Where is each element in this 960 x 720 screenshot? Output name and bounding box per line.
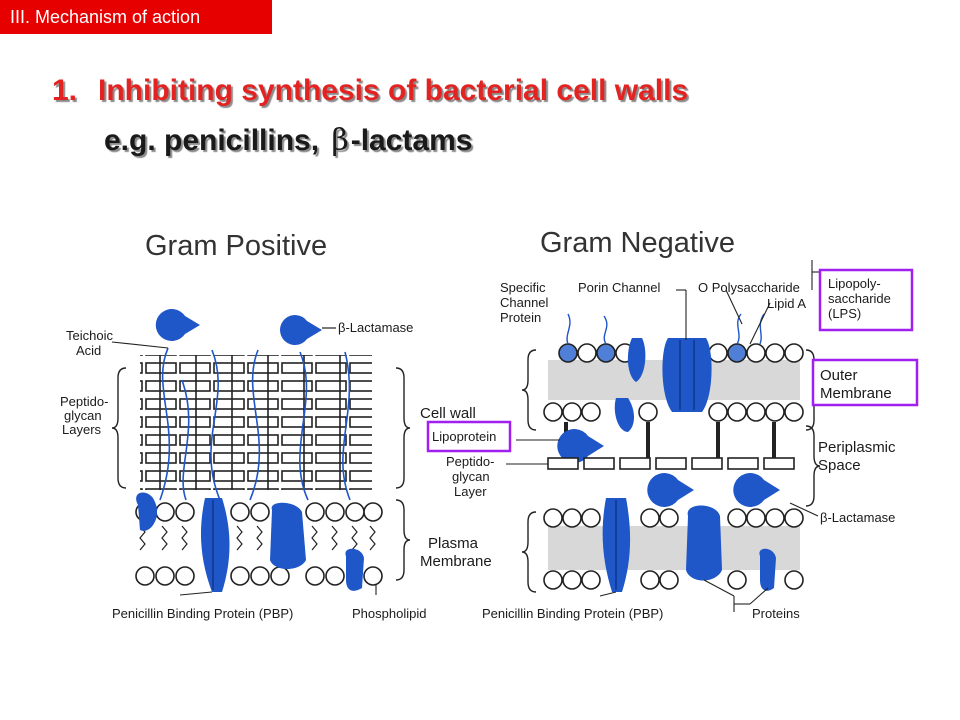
- lipoprotein-callout-box: [426, 420, 512, 453]
- title-text: Inhibiting synthesis of bacterial cell w…: [98, 74, 689, 107]
- plasma-membrane-gp: [135, 492, 383, 592]
- slide-subtitle: e.g. penicillins, β-lactams: [104, 123, 472, 158]
- teichoic-acid-strands: [159, 347, 351, 501]
- peptidoglycan-label-1: Peptido-: [60, 394, 108, 409]
- plasma-membrane-label-1: Plasma: [428, 535, 479, 552]
- outer-membrane-callout-box: [811, 358, 919, 407]
- peptidoglycan-label-2: glycan: [64, 408, 102, 423]
- specific-channel-label-1: Specific: [500, 280, 546, 295]
- slide-title: 1. Inhibiting synthesis of bacterial cell…: [52, 74, 688, 108]
- plasma-membrane-label-2: Membrane: [420, 553, 492, 570]
- subtitle-suffix: -lactams: [350, 124, 473, 157]
- specific-channel-label-3: Protein: [500, 310, 541, 325]
- beta-lactamase-shape: [733, 473, 780, 507]
- gram-positive-heading: Gram Positive: [145, 230, 327, 262]
- teichoic-label-2: Acid: [76, 343, 101, 358]
- teichoic-label-1: Teichoic: [66, 328, 113, 343]
- proteins-label: Proteins: [752, 606, 800, 621]
- outer-membrane-label-1: Outer: [820, 367, 858, 384]
- peptidoglycan-layer-label-3: Layer: [454, 484, 487, 499]
- pbp-label-gn: Penicillin Binding Protein (PBP): [482, 606, 663, 621]
- specific-channel-label-2: Channel: [500, 295, 549, 310]
- title-number: 1.: [52, 74, 78, 107]
- section-tag: III. Mechanism of action: [0, 0, 272, 34]
- lps-callout-box: [818, 268, 914, 332]
- pbp-label-gp: Penicillin Binding Protein (PBP): [112, 606, 293, 621]
- peptidoglycan-label-3: Layers: [62, 422, 102, 437]
- pbp-protein-gp: [200, 498, 230, 592]
- periplasmic-label-1: Periplasmic: [818, 439, 896, 456]
- lipid-a-label: Lipid A: [767, 296, 806, 311]
- gram-negative-heading: Gram Negative: [540, 227, 735, 259]
- lipoprotein-label: Lipoprotein: [432, 429, 496, 444]
- beta-lactamase-label-gp: β-Lactamase: [338, 320, 413, 335]
- periplasmic-label-2: Space: [818, 457, 861, 474]
- inner-membrane: [543, 498, 804, 592]
- cell-wall-label: Cell wall: [420, 405, 476, 422]
- outer-membrane-label-2: Membrane: [820, 385, 892, 402]
- peptidoglycan-mesh: [140, 355, 372, 490]
- phospholipid-label: Phospholipid: [352, 606, 426, 621]
- outer-membrane: [543, 313, 804, 432]
- beta-lactamase-shape: [280, 315, 322, 345]
- cell-wall-diagram: Gram Positive Teichoic Acid Peptido- gly…: [60, 227, 919, 621]
- peptidoglycan-layer-label-2: glycan: [452, 469, 490, 484]
- beta-lactamase-label-gn: β-Lactamase: [820, 510, 895, 525]
- o-polysaccharide-label: O Polysaccharide: [698, 280, 800, 295]
- subtitle-prefix: e.g. penicillins,: [104, 124, 328, 157]
- porin-channel-label: Porin Channel: [578, 280, 660, 295]
- beta-symbol: β: [331, 123, 349, 158]
- peptidoglycan-thin-layer: [547, 457, 795, 470]
- porin-channel: [662, 338, 712, 412]
- specific-channel-protein: [627, 338, 646, 382]
- beta-lactamase-shape: [647, 473, 694, 507]
- lps-label-3: (LPS): [828, 306, 861, 321]
- gram-positive-panel: Gram Positive Teichoic Acid Peptido- gly…: [60, 230, 426, 621]
- lps-label-1: Lipopoly-: [828, 276, 881, 291]
- beta-lactamase-shape: [557, 429, 604, 463]
- gram-negative-panel: Gram Negative: [426, 227, 919, 621]
- lps-label-2: saccharide: [828, 291, 891, 306]
- beta-lactamase-shape: [155, 309, 200, 341]
- peptidoglycan-layer-label-1: Peptido-: [446, 454, 494, 469]
